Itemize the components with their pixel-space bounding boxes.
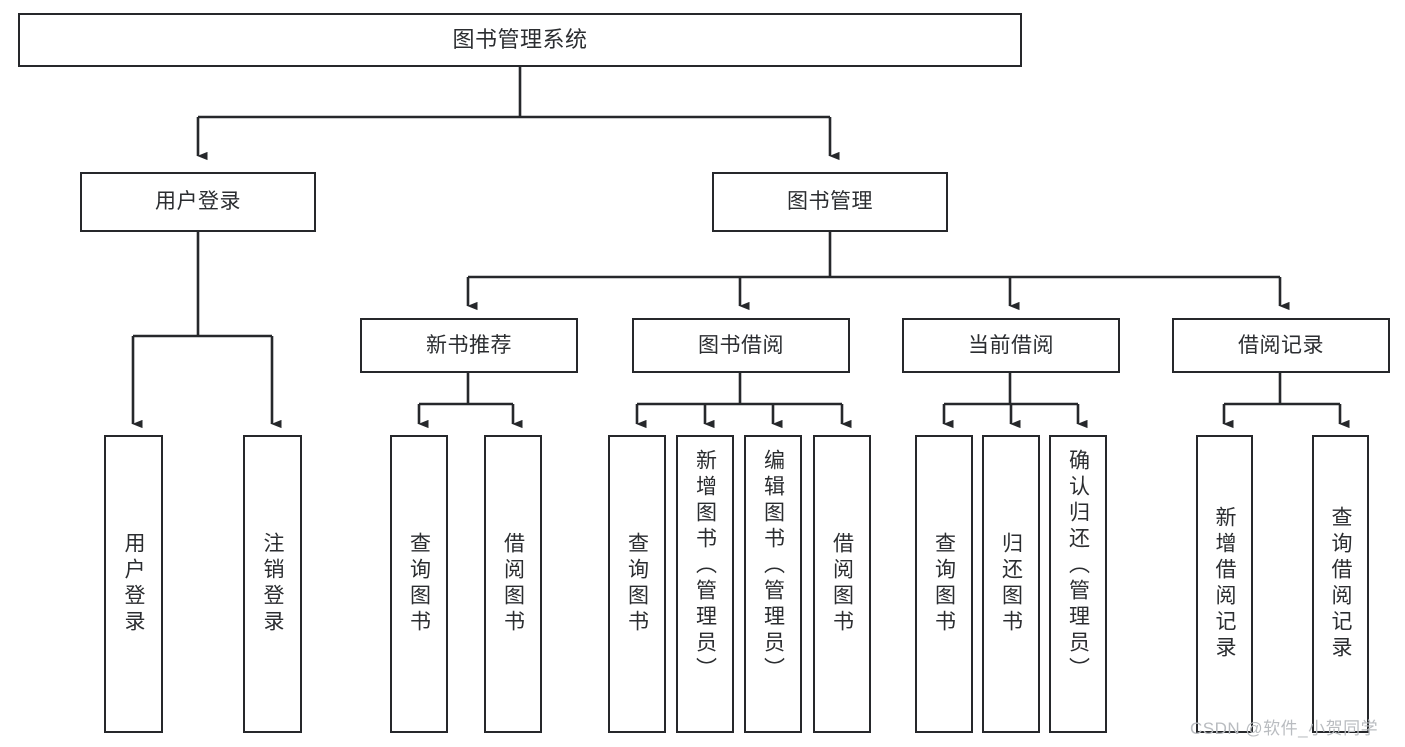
- node-borrow-record-label: 借阅记录: [1238, 333, 1324, 357]
- node-leaf-confirm-return-label: 确认归还（管理员）: [1066, 449, 1090, 683]
- node-book-borrow[interactable]: 图书借阅: [632, 318, 850, 373]
- node-leaf-query-book-1[interactable]: 查询图书: [390, 435, 448, 733]
- node-leaf-add-record[interactable]: 新增借阅记录: [1196, 435, 1253, 733]
- node-leaf-query-record-label: 查询借阅记录: [1329, 506, 1352, 662]
- node-leaf-return-book-label: 归还图书: [999, 532, 1023, 636]
- node-leaf-query-book-2[interactable]: 查询图书: [608, 435, 666, 733]
- node-leaf-confirm-return[interactable]: 确认归还（管理员）: [1049, 435, 1107, 733]
- node-current-borrow-label: 当前借阅: [968, 333, 1054, 357]
- node-new-book-recommend[interactable]: 新书推荐: [360, 318, 578, 373]
- node-leaf-return-book[interactable]: 归还图书: [982, 435, 1040, 733]
- node-book-manage[interactable]: 图书管理: [712, 172, 948, 232]
- node-new-book-recommend-label: 新书推荐: [426, 333, 512, 357]
- node-leaf-edit-book-label: 编辑图书（管理员）: [761, 449, 785, 683]
- node-leaf-query-book-1-label: 查询图书: [407, 532, 431, 636]
- node-leaf-borrow-book-1[interactable]: 借阅图书: [484, 435, 542, 733]
- node-leaf-user-login[interactable]: 用户登录: [104, 435, 163, 733]
- node-root[interactable]: 图书管理系统: [18, 13, 1022, 67]
- node-leaf-add-record-label: 新增借阅记录: [1213, 506, 1236, 662]
- node-leaf-edit-book[interactable]: 编辑图书（管理员）: [744, 435, 802, 733]
- node-leaf-logout-login-label: 注销登录: [261, 532, 284, 636]
- node-leaf-query-book-3[interactable]: 查询图书: [915, 435, 973, 733]
- node-leaf-borrow-book-2[interactable]: 借阅图书: [813, 435, 871, 733]
- node-leaf-query-book-3-label: 查询图书: [932, 532, 956, 636]
- node-leaf-logout-login[interactable]: 注销登录: [243, 435, 302, 733]
- node-root-label: 图书管理系统: [452, 26, 588, 52]
- node-leaf-add-book-label: 新增图书（管理员）: [693, 449, 717, 683]
- node-leaf-borrow-book-2-label: 借阅图书: [830, 532, 854, 636]
- node-current-borrow[interactable]: 当前借阅: [902, 318, 1120, 373]
- node-leaf-add-book[interactable]: 新增图书（管理员）: [676, 435, 734, 733]
- node-leaf-query-record[interactable]: 查询借阅记录: [1312, 435, 1369, 733]
- node-borrow-record[interactable]: 借阅记录: [1172, 318, 1390, 373]
- node-book-manage-label: 图书管理: [787, 190, 873, 214]
- node-user-login-label: 用户登录: [155, 190, 241, 214]
- node-leaf-user-login-label: 用户登录: [122, 532, 145, 636]
- node-leaf-borrow-book-1-label: 借阅图书: [501, 532, 525, 636]
- node-book-borrow-label: 图书借阅: [698, 333, 784, 357]
- watermark: CSDN @软件_小贺同学: [1190, 719, 1379, 738]
- node-user-login[interactable]: 用户登录: [80, 172, 316, 232]
- node-leaf-query-book-2-label: 查询图书: [625, 532, 649, 636]
